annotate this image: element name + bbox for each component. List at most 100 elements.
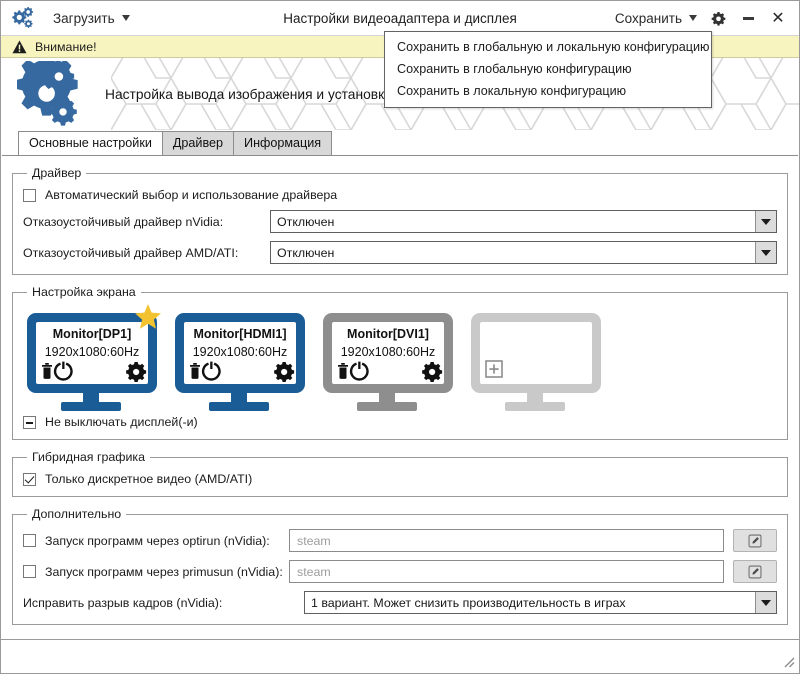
monitor-name-text: Monitor[HDMI1] — [193, 327, 286, 341]
gear-icon — [274, 362, 295, 382]
auto-driver-row: Автоматический выбор и использование дра… — [23, 188, 777, 202]
primusrun-edit-button[interactable] — [733, 560, 777, 583]
driver-group: Драйвер Автоматический выбор и использов… — [12, 166, 788, 275]
chevron-down-icon — [689, 15, 697, 21]
monitor-card-dvi1[interactable]: Monitor[DVI1] 1920x1080:60Hz — [321, 311, 455, 411]
dropdown-arrow-box — [755, 592, 776, 613]
nvidia-fallback-row: Отказоустойчивый драйвер nVidia: Отключе… — [23, 210, 777, 233]
warning-text: Внимание! — [35, 39, 97, 54]
auto-driver-checkbox[interactable] — [23, 188, 36, 202]
optirun-edit-button[interactable] — [733, 529, 777, 552]
hybrid-graphics-legend: Гибридная графика — [32, 450, 145, 464]
primusrun-row: Запуск программ через primusun (nVidia):… — [23, 560, 777, 583]
monitor-mode-text: 1920x1080:60Hz — [45, 345, 140, 359]
dropdown-arrow-box — [755, 242, 776, 263]
primusrun-input[interactable]: steam — [289, 560, 724, 583]
load-menu-button[interactable]: Загрузить — [49, 8, 134, 29]
screen-group-legend: Настройка экрана — [32, 285, 136, 299]
menu-item-save-global[interactable]: Сохранить в глобальную конфигурацию — [397, 62, 632, 76]
close-icon: ✕ — [771, 8, 785, 27]
tearfree-select[interactable]: 1 вариант. Может снизить производительно… — [304, 591, 777, 614]
power-icon-bar — [210, 361, 213, 369]
chevron-down-icon — [761, 249, 771, 256]
monitor-name-text: Monitor[DVI1] — [347, 327, 429, 341]
minimize-button[interactable] — [733, 4, 763, 32]
gear-icon — [126, 362, 147, 382]
trash-icon — [190, 363, 200, 379]
load-menu-label: Загрузить — [53, 10, 115, 26]
settings-button[interactable] — [703, 4, 733, 32]
monitor-icon: Monitor[DVI1] 1920x1080:60Hz — [323, 313, 453, 411]
tab-information[interactable]: Информация — [234, 131, 333, 155]
optirun-placeholder: steam — [297, 533, 331, 548]
primusrun-checkbox[interactable] — [23, 565, 36, 578]
power-icon-bar — [358, 361, 361, 369]
tab-driver[interactable]: Драйвер — [162, 131, 235, 155]
monitor-card-add-slot[interactable] — [469, 311, 603, 411]
pencil-edit-icon — [748, 534, 762, 547]
power-icon-bar — [62, 361, 65, 369]
gears-logo-icon — [12, 7, 34, 28]
amd-fallback-label: Отказоустойчивый драйвер AMD/ATI: — [23, 245, 239, 260]
trash-icon — [338, 363, 348, 379]
monitor-name-text: Monitor[DP1] — [53, 327, 131, 341]
amd-fallback-row: Отказоустойчивый драйвер AMD/ATI: Отключ… — [23, 241, 777, 264]
trash-icon — [42, 363, 52, 379]
optirun-row: Запуск программ через optirun (nVidia): … — [23, 529, 777, 552]
tearfree-row: Исправить разрыв кадров (nVidia): 1 вари… — [23, 591, 777, 614]
optirun-checkbox[interactable] — [23, 534, 36, 547]
power-icon — [201, 362, 221, 381]
screen-group: Настройка экрана Monitor[DP1] 1920x1080:… — [12, 285, 788, 440]
monitor-icon: Monitor[HDMI1] 1920x1080:60Hz — [175, 313, 305, 411]
driver-group-legend: Драйвер — [32, 166, 82, 180]
plus-box-icon — [485, 360, 503, 378]
keep-display-on-checkbox[interactable] — [23, 415, 36, 429]
monitor-mode-text: 1920x1080:60Hz — [341, 345, 436, 359]
discrete-only-checkbox[interactable] — [23, 472, 36, 486]
chevron-down-icon — [761, 599, 771, 606]
gear-icon — [422, 362, 443, 382]
amd-fallback-select[interactable]: Отключен — [270, 241, 777, 264]
chevron-down-icon — [121, 15, 130, 21]
status-bar — [1, 639, 799, 673]
tab-strip: Основные настройки Драйвер Информация — [1, 130, 799, 155]
monitor-icon: Monitor[DP1] 1920x1080:60Hz — [27, 313, 157, 411]
nvidia-fallback-value: Отключен — [277, 214, 335, 229]
menu-item-save-local[interactable]: Сохранить в локальную конфигурацию — [397, 84, 627, 98]
nvidia-fallback-label: Отказоустойчивый драйвер nVidia: — [23, 214, 224, 229]
save-dropdown-menu: Сохранить в глобальную и локальную конфи… — [384, 31, 712, 108]
close-button[interactable]: ✕ — [763, 4, 793, 32]
optirun-input[interactable]: steam — [289, 529, 724, 552]
warning-triangle-icon — [12, 40, 27, 53]
nvidia-fallback-select[interactable]: Отключен — [270, 210, 777, 233]
primary-monitor-star-icon — [135, 304, 161, 329]
primusrun-label[interactable]: Запуск программ через primusun (nVidia): — [45, 564, 283, 579]
power-icon — [349, 362, 369, 381]
minimize-icon — [742, 16, 754, 20]
save-menu-button[interactable]: Сохранить — [609, 8, 703, 29]
dropdown-arrow-box — [755, 211, 776, 232]
save-menu-label: Сохранить — [614, 10, 682, 26]
monitor-card-dp1[interactable]: Monitor[DP1] 1920x1080:60Hz — [25, 304, 161, 411]
auto-driver-label[interactable]: Автоматический выбор и использование дра… — [45, 188, 338, 202]
add-monitor-icon — [471, 313, 601, 411]
keep-display-on-row: Не выключать дисплей(-и) — [23, 415, 777, 429]
additional-group: Дополнительно Запуск программ через opti… — [12, 507, 788, 625]
amd-fallback-value: Отключен — [277, 245, 335, 260]
chevron-down-icon — [761, 218, 771, 225]
primusrun-placeholder: steam — [297, 564, 331, 579]
optirun-label[interactable]: Запуск программ через optirun (nVidia): — [45, 533, 270, 548]
discrete-only-label[interactable]: Только дискретное видео (AMD/ATI) — [45, 472, 253, 486]
tab-main-settings[interactable]: Основные настройки — [18, 131, 163, 155]
monitor-card-hdmi1[interactable]: Monitor[HDMI1] 1920x1080:60Hz — [173, 311, 307, 411]
title-bar-controls: Сохранить ✕ — [609, 4, 793, 32]
monitor-mode-text: 1920x1080:60Hz — [193, 345, 288, 359]
keep-display-on-label[interactable]: Не выключать дисплей(-и) — [45, 415, 198, 429]
discrete-only-row: Только дискретное видео (AMD/ATI) — [23, 472, 777, 486]
gear-icon — [711, 11, 725, 26]
pencil-edit-icon — [748, 565, 762, 578]
resize-grip-icon[interactable] — [781, 654, 795, 668]
monitor-list: Monitor[DP1] 1920x1080:60Hz — [23, 304, 777, 413]
menu-item-save-global-local[interactable]: Сохранить в глобальную и локальную конфи… — [397, 40, 710, 54]
